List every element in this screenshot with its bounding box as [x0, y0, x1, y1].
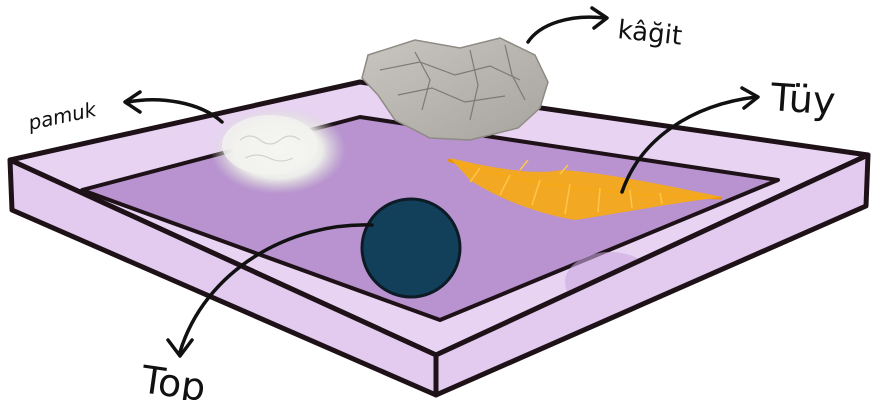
label-cotton: pamuk: [25, 97, 100, 135]
label-feather: Tüy: [768, 75, 836, 123]
cotton-object: [210, 106, 346, 194]
label-paper: kâğit: [616, 15, 683, 52]
ball-object: [362, 199, 460, 297]
label-ball: Top: [138, 357, 209, 400]
